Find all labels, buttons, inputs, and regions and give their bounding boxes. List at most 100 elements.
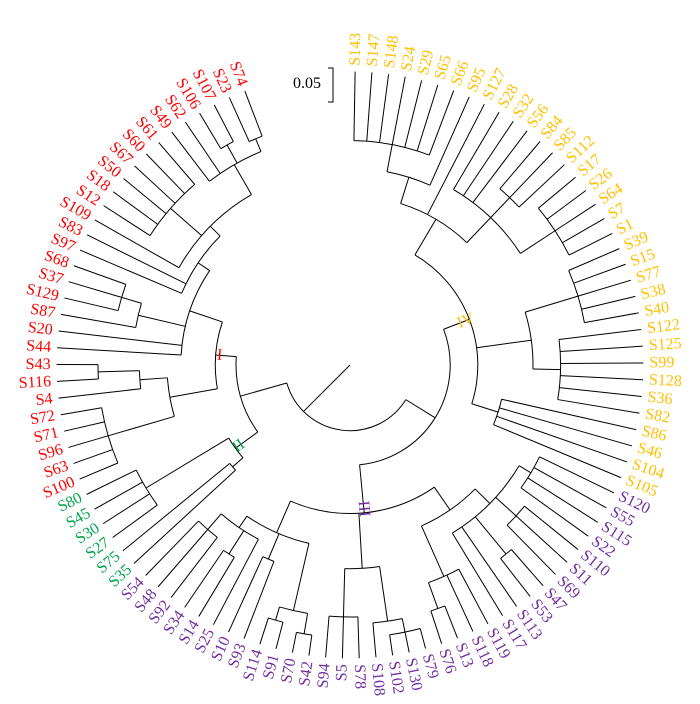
leaf-branch	[577, 279, 632, 297]
node-arc	[214, 321, 223, 389]
leaf-branch	[198, 557, 235, 617]
leaf-branch	[145, 520, 199, 576]
scale-bar: 0.05	[293, 67, 334, 103]
leaf-label-S46: S46	[635, 439, 664, 462]
leaf-branch	[145, 153, 185, 194]
internal-branch	[238, 515, 248, 528]
leaf-branch	[86, 469, 137, 495]
node-arc	[117, 284, 127, 311]
leaf-branch	[453, 112, 500, 190]
leaf-branch	[57, 378, 99, 382]
node-arc	[220, 513, 259, 540]
internal-branch	[400, 177, 410, 204]
leaf-branch	[366, 72, 373, 142]
leaf-branch	[228, 97, 250, 142]
internal-branch	[255, 138, 262, 152]
internal-branch	[275, 606, 280, 621]
internal-branch	[342, 568, 346, 617]
leaf-branch	[308, 634, 313, 656]
leaf-label-S82: S82	[644, 406, 671, 427]
internal-branch	[226, 144, 238, 164]
node-arc	[499, 188, 520, 208]
leaf-branch	[499, 141, 541, 190]
leaf-label-S125: S125	[648, 335, 682, 354]
node-arc	[279, 606, 308, 614]
leaf-branch	[462, 120, 514, 197]
leaf-branch	[243, 561, 275, 639]
internal-branch	[518, 465, 532, 474]
leaf-branch	[291, 632, 297, 653]
leaf-branch	[496, 415, 628, 463]
leaf-branch	[515, 515, 568, 563]
internal-branch	[170, 208, 203, 236]
leaf-branch	[500, 558, 531, 597]
leaf-label-S24: S24	[398, 45, 419, 73]
cluster-label-III: III	[355, 500, 373, 518]
leaf-label-S86: S86	[640, 423, 668, 445]
internal-branch	[532, 368, 561, 371]
leaf-branch	[184, 121, 221, 174]
leaf-branch	[389, 634, 394, 656]
leaf-label-S4: S4	[35, 390, 54, 409]
leaf-branch	[560, 375, 644, 381]
internal-branch	[428, 582, 439, 609]
internal-branch	[108, 415, 175, 437]
root-branch	[303, 364, 351, 412]
leaf-branch	[584, 312, 639, 324]
leaf-branch	[427, 103, 485, 215]
leaf-label-S79: S79	[419, 652, 442, 680]
leaf-branch	[228, 556, 264, 633]
internal-branch	[433, 486, 451, 511]
leaf-branch	[341, 616, 344, 659]
internal-branch	[235, 431, 259, 449]
leaf-branch	[430, 610, 443, 644]
internal-branch	[197, 262, 210, 271]
scale-bar-label: 0.05	[293, 75, 321, 92]
leaf-label-S130: S130	[402, 657, 425, 693]
internal-branch	[443, 318, 470, 330]
leaf-label-S43: S43	[26, 356, 51, 373]
leaf-branch	[213, 538, 259, 625]
leaf-branch	[446, 574, 474, 632]
leaf-branch	[416, 84, 439, 152]
leaf-label-S29: S29	[415, 48, 438, 76]
internal-branch	[228, 530, 245, 555]
leaf-label-S72: S72	[29, 407, 56, 428]
leaf-branch	[86, 234, 187, 285]
leaf-branch	[170, 537, 218, 598]
leaf-branch	[357, 616, 360, 659]
leaf-label-S76: S76	[435, 647, 459, 676]
leaf-branch	[94, 481, 143, 510]
node-arc	[138, 370, 142, 389]
internal-branch	[490, 197, 511, 218]
internal-branch	[471, 403, 499, 413]
leaf-branch	[539, 456, 615, 494]
leaf-branch	[353, 71, 356, 141]
internal-branch	[215, 354, 237, 358]
internal-branch	[520, 230, 556, 254]
node-arc	[286, 382, 407, 432]
leaf-label-S77: S77	[634, 263, 663, 286]
leaf-branch	[499, 407, 633, 447]
leaf-label-S94: S94	[315, 663, 334, 689]
leaf-branch	[275, 622, 284, 650]
leaf-branch	[58, 330, 182, 346]
leaf-branch	[134, 165, 176, 204]
leaf-branch	[133, 469, 236, 564]
leaf-label-S102: S102	[385, 660, 407, 695]
leaf-label-S36: S36	[647, 389, 674, 409]
leaf-branch	[524, 505, 579, 550]
leaf-branch	[554, 203, 596, 232]
internal-branch	[207, 513, 222, 530]
internal-branch	[121, 296, 142, 304]
leaf-branch	[538, 176, 576, 209]
internal-branch	[414, 219, 437, 256]
leaf-branch	[451, 532, 503, 616]
internal-branch	[276, 500, 291, 533]
leaf-branch	[568, 248, 620, 271]
internal-branch	[358, 513, 363, 569]
leaf-branch	[158, 142, 196, 185]
leaf-label-S87: S87	[29, 301, 56, 322]
branches	[56, 71, 644, 659]
